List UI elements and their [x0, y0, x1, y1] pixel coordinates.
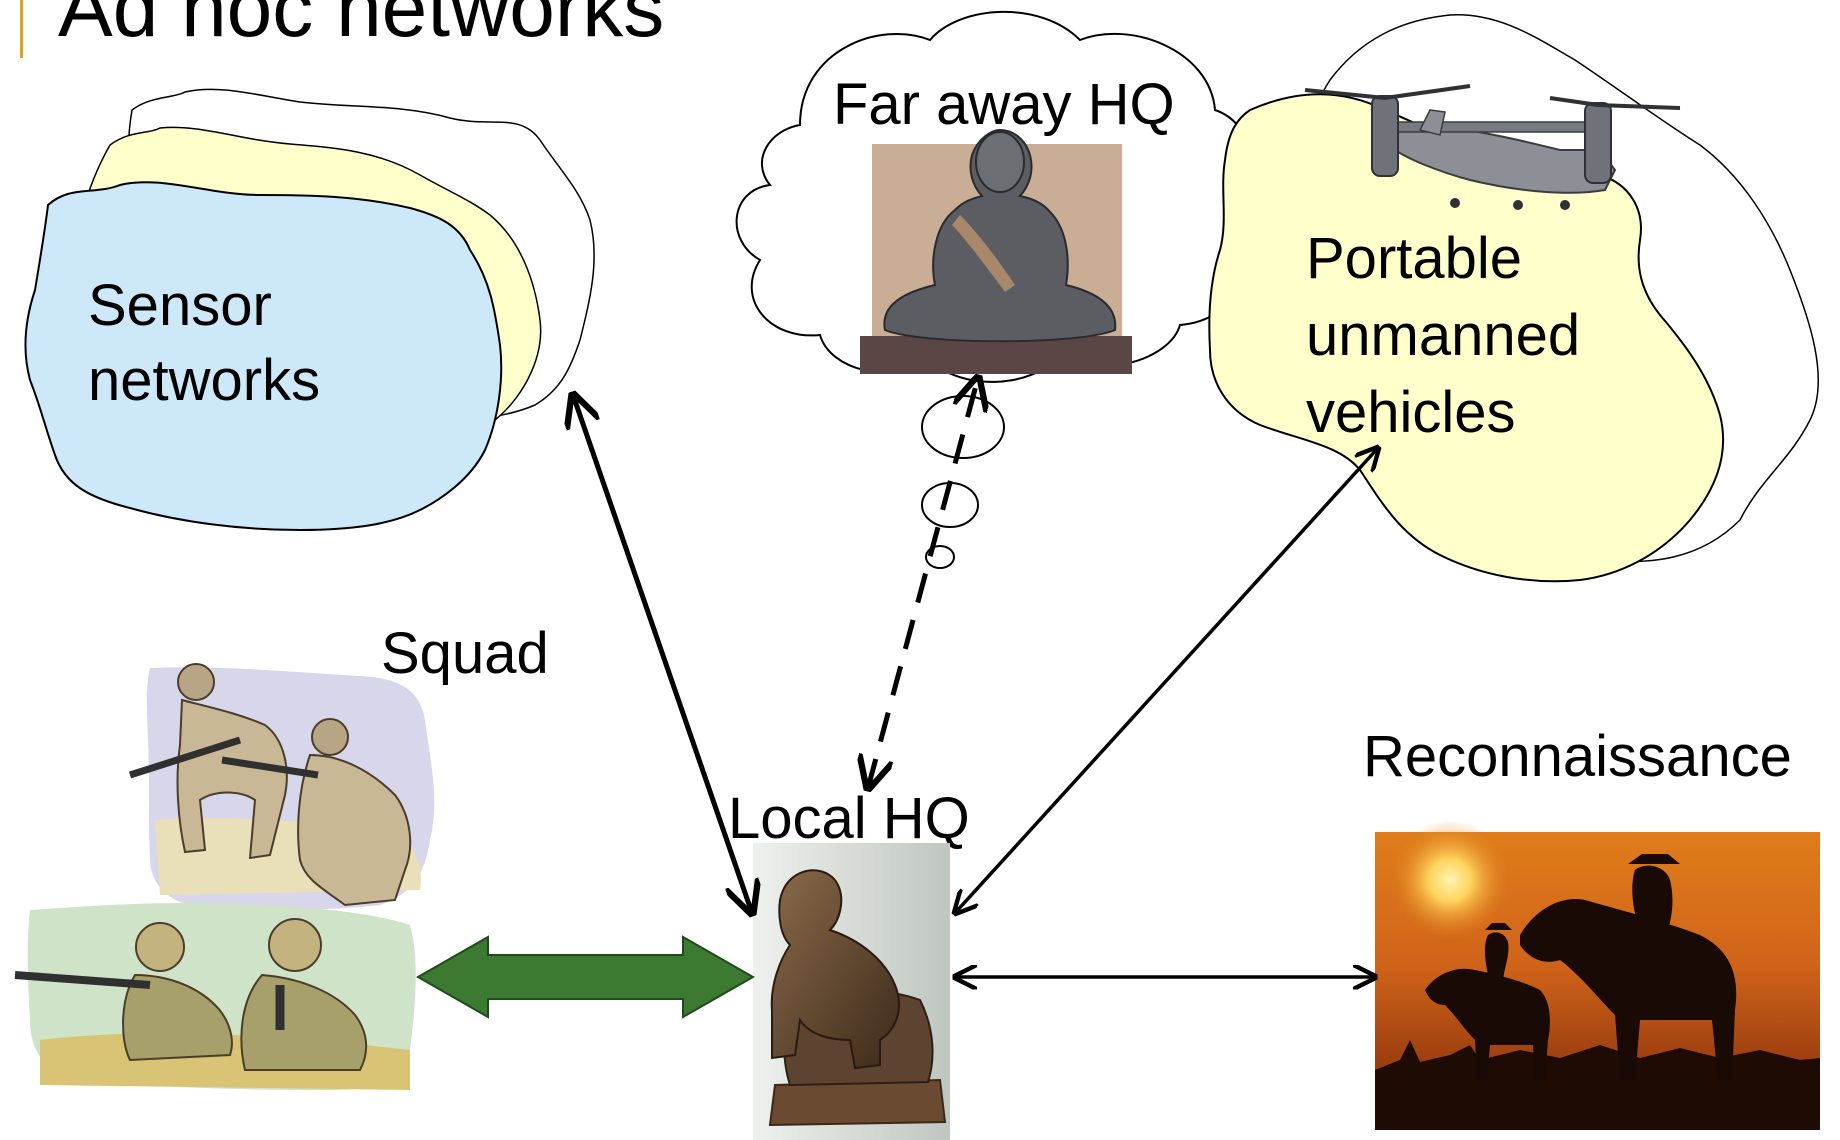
- lower-soldier-1-rifle: [14, 971, 151, 989]
- right-rotor-blades: [1549, 96, 1681, 110]
- seated-statue-image: [860, 128, 1132, 374]
- vehicles-cloud: Portable unmanned vehicles: [1208, 14, 1820, 583]
- lower-soldier-2-helmet: [268, 918, 322, 972]
- arrow-local-to-sensor: [573, 395, 752, 913]
- thinker-figure: [770, 869, 900, 1070]
- thinker-pedestal: [768, 1078, 947, 1127]
- rider-large-hat: [1628, 854, 1680, 864]
- soldiers-clipart-upper: [128, 663, 435, 910]
- upper-soldier-1-helmet: [177, 663, 215, 701]
- lower-soldier-2-body: [240, 973, 368, 1071]
- upper-soldier-1-rifle: [128, 736, 242, 779]
- sensor-networks-label-line2: networks: [88, 348, 320, 413]
- far-away-hq-cloud: Far away HQ: [735, 10, 1252, 569]
- squad-group: Squad: [14, 621, 549, 1090]
- rider-large-horse: [1520, 899, 1737, 1080]
- right-nacelle: [1584, 102, 1612, 184]
- upper-soldier-2-helmet: [311, 718, 349, 756]
- rider-large-person: [1632, 865, 1673, 945]
- upper-soldier-2-rifle: [221, 756, 319, 779]
- lower-soldier-1: [14, 922, 233, 1062]
- tiltrotor-aircraft-image: [1304, 84, 1681, 210]
- rider-small-hat: [1485, 923, 1512, 930]
- horse-riders-sunset-image: [1375, 820, 1820, 1130]
- upper-soldier-1-body: [176, 698, 288, 860]
- upper-soldier-2-body: [297, 753, 412, 907]
- local-hq-group: Local HQ: [728, 786, 970, 1140]
- aircraft-wheel-1: [1450, 198, 1460, 208]
- aircraft-fuselage: [1394, 123, 1617, 194]
- lower-soldier-1-helmet: [135, 922, 185, 972]
- rider-small-person: [1484, 932, 1509, 985]
- rider-large: [1520, 854, 1737, 1080]
- arrow-local-to-far-hq: [868, 378, 978, 788]
- left-nacelle: [1371, 95, 1399, 177]
- title-accent-bar: [20, 0, 23, 58]
- rider-small: [1425, 923, 1550, 1080]
- local-hq-label: Local HQ: [728, 786, 970, 851]
- upper-soldier-2: [221, 718, 412, 907]
- vehicles-label-line3: vehicles: [1306, 380, 1516, 445]
- aircraft-wheel-2: [1513, 200, 1523, 210]
- soldiers-clipart-lower: [14, 902, 416, 1090]
- sunset-sun: [1390, 820, 1510, 940]
- left-rotor-blades: [1304, 84, 1471, 101]
- upper-soldier-1: [128, 663, 288, 860]
- aircraft-tail: [1418, 109, 1446, 136]
- thinker-statue-image: [753, 843, 950, 1140]
- lower-soldier-1-body: [122, 973, 233, 1062]
- squad-label: Squad: [381, 621, 549, 686]
- squad-double-arrow: [415, 935, 756, 1019]
- reconnaissance-group: Reconnaissance: [1363, 724, 1820, 1130]
- statue-body: [883, 128, 1117, 343]
- aircraft-wheel-3: [1560, 200, 1570, 210]
- statue-robe-sash: [952, 215, 1015, 292]
- slide-title-text: Ad hoc networks: [58, 0, 664, 54]
- statue-head: [975, 131, 1025, 193]
- sensor-networks-label-line1: Sensor: [88, 273, 272, 338]
- rider-small-horse: [1425, 968, 1550, 1080]
- arrow-local-to-vehicles: [955, 448, 1378, 913]
- lower-soldier-2: [240, 918, 368, 1071]
- thought-bubble-large: [921, 395, 1005, 459]
- aircraft-wing: [1384, 121, 1601, 133]
- vehicles-label-line2: unmanned: [1306, 303, 1580, 368]
- vehicles-label-line1: Portable: [1306, 226, 1522, 291]
- sensor-networks-cloud: Sensor networks: [24, 88, 595, 532]
- reconnaissance-label: Reconnaissance: [1363, 724, 1792, 789]
- statue-pedestal: [860, 336, 1132, 374]
- slide-title: Ad hoc networks: [20, 0, 664, 58]
- far-away-hq-label: Far away HQ: [833, 72, 1175, 137]
- sensor-cloud-front-layer: [24, 181, 503, 532]
